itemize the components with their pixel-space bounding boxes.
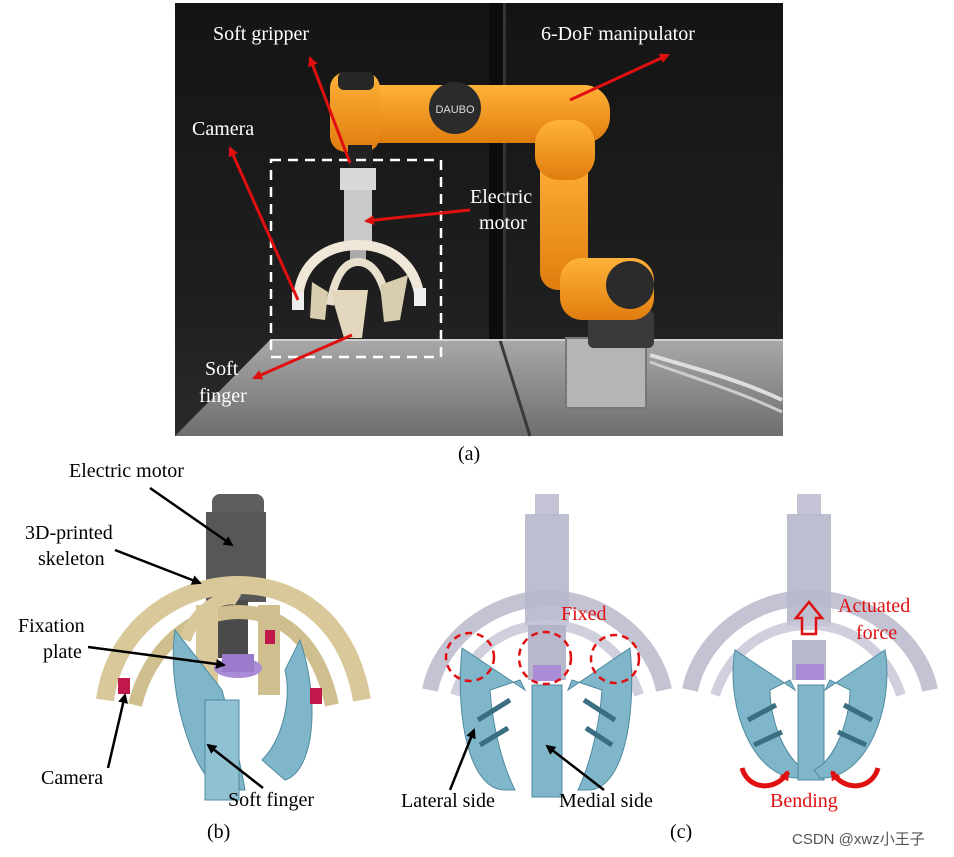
manipulator-arm: DAUBO (330, 72, 654, 320)
caption-b: (b) (207, 821, 231, 843)
arrow-lateral-side (448, 728, 476, 791)
label-electric-a-line2: motor (479, 212, 527, 234)
label-camera-b: Camera (41, 767, 104, 789)
label-soft-finger-b: Soft finger (228, 789, 315, 811)
arrow-soft-finger-b (206, 743, 264, 789)
panel-c-right (682, 494, 938, 789)
label-actuated-line1: Actuated (838, 595, 911, 617)
arrow-soft-finger-a (252, 333, 353, 380)
panel-c-left (422, 494, 672, 798)
label-fixation-b-line1: Fixation (18, 615, 85, 637)
label-skeleton-b-line1: 3D-printed (25, 522, 113, 544)
watermark: CSDN @xwz小王子 (792, 831, 925, 848)
arrow-camera-b (106, 693, 129, 769)
arrow-camera-a (228, 146, 300, 301)
panel-a-photo: DAUBO (175, 3, 783, 437)
label-electric-a-line1: Electric (470, 186, 533, 208)
fixed-circle-center (517, 630, 573, 686)
label-electric-motor-b: Electric motor (69, 460, 184, 482)
arm-brand-text: DAUBO (435, 104, 475, 116)
arrow-electric-motor-a (364, 208, 471, 226)
arrow-fixation-b (87, 645, 226, 669)
arrow-manipulator (569, 53, 670, 102)
label-soft-finger-a-line2: finger (199, 385, 247, 407)
label-actuated-line2: force (856, 622, 898, 644)
label-camera-a: Camera (192, 118, 255, 140)
label-bending: Bending (770, 790, 838, 812)
fixed-circle-right (589, 633, 641, 685)
label-fixation-b-line2: plate (43, 641, 82, 663)
arrow-soft-gripper (308, 56, 352, 164)
label-skeleton-b-line2: skeleton (38, 548, 105, 570)
bending-arrow-left (739, 767, 791, 789)
actuated-force-arrow (793, 600, 825, 636)
arrow-electric-motor-b (149, 486, 234, 547)
caption-c: (c) (670, 821, 693, 843)
label-soft-gripper: Soft gripper (213, 23, 310, 45)
arrow-skeleton-b (114, 548, 202, 585)
label-lateral-side: Lateral side (401, 790, 495, 812)
label-medial-side: Medial side (559, 790, 653, 812)
bending-arrow-right (829, 767, 881, 789)
label-fixed: Fixed (561, 603, 607, 625)
label-soft-finger-a-line1: Soft (205, 358, 239, 380)
label-manipulator: 6-DoF manipulator (541, 23, 695, 45)
caption-a: (a) (458, 443, 481, 465)
arrow-medial-side (545, 744, 605, 791)
panel-b-cad (87, 486, 371, 801)
gripper-highlight-box (269, 158, 443, 359)
fixed-circle-left (444, 631, 496, 683)
